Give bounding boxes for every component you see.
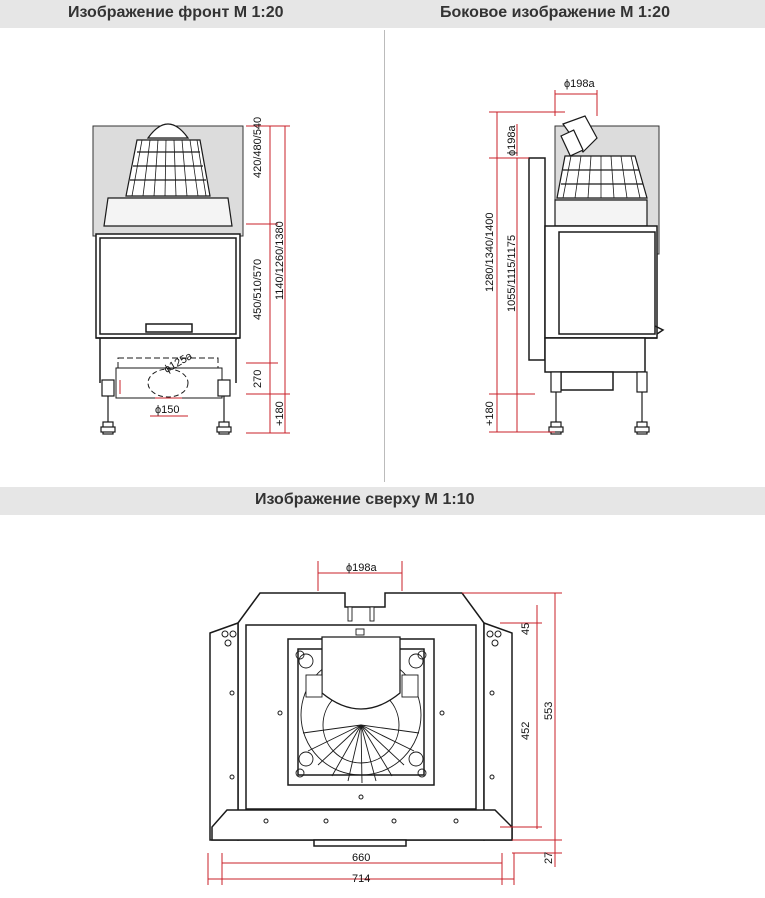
side-dimension-lines — [489, 90, 598, 433]
flue-side — [560, 115, 598, 157]
legs-front — [100, 379, 232, 435]
dim-front-leg-height: +180 — [274, 401, 286, 426]
title-top-view: Изображение сверху М 1:10 — [255, 491, 475, 508]
dim-front-total-height: 1140/1260/1380 — [274, 221, 286, 300]
title-front-view: Изображение фронт М 1:20 — [68, 4, 284, 21]
dim-top-total-depth: 553 — [543, 701, 555, 720]
dim-side-flue-diameter-top: ϕ198a — [564, 78, 595, 90]
top-view-drawing — [207, 561, 562, 885]
firebox-front — [95, 233, 241, 383]
dim-top-offset: 45 — [520, 622, 532, 635]
top-dimension-lines — [207, 561, 562, 885]
side-view-drawing — [489, 90, 665, 435]
dim-side-flue-diameter-side: ϕ198a — [506, 125, 518, 156]
dim-top-flue-diameter: ϕ198a — [346, 562, 377, 574]
legs-side — [548, 371, 650, 435]
dim-top-front-depth: 27 — [543, 851, 555, 864]
dim-top-inner-width: 660 — [352, 852, 371, 864]
front-view-drawing — [92, 123, 290, 435]
dim-top-inner-depth: 452 — [520, 721, 532, 740]
title-side-view: Боковое изображение М 1:20 — [440, 4, 670, 21]
title-bar-top-row — [0, 0, 765, 28]
heat-exchanger-side — [554, 155, 648, 227]
dim-side-body-height: 1055/1115/1175 — [506, 234, 518, 312]
bolt-holes — [221, 630, 502, 824]
dim-front-base-height: 270 — [252, 369, 264, 388]
heat-exchanger — [103, 123, 233, 227]
air-inlet — [115, 357, 223, 399]
dim-top-total-width: 714 — [352, 873, 371, 885]
firebox-side — [528, 157, 665, 391]
dim-side-total-height: 1280/1340/1400 — [484, 212, 496, 292]
housing-top — [209, 592, 513, 847]
dim-side-leg-height: +180 — [484, 401, 496, 426]
dim-front-inlet-diameter: ϕ150 — [155, 404, 180, 416]
title-bar-bottom-row — [0, 487, 765, 515]
front-dimension-lines — [119, 125, 290, 434]
dim-front-top-height: 420/480/540 — [252, 116, 264, 178]
view-divider — [384, 30, 385, 482]
radial-burner — [295, 606, 427, 784]
dim-front-mid-height: 450/510/570 — [252, 258, 264, 320]
